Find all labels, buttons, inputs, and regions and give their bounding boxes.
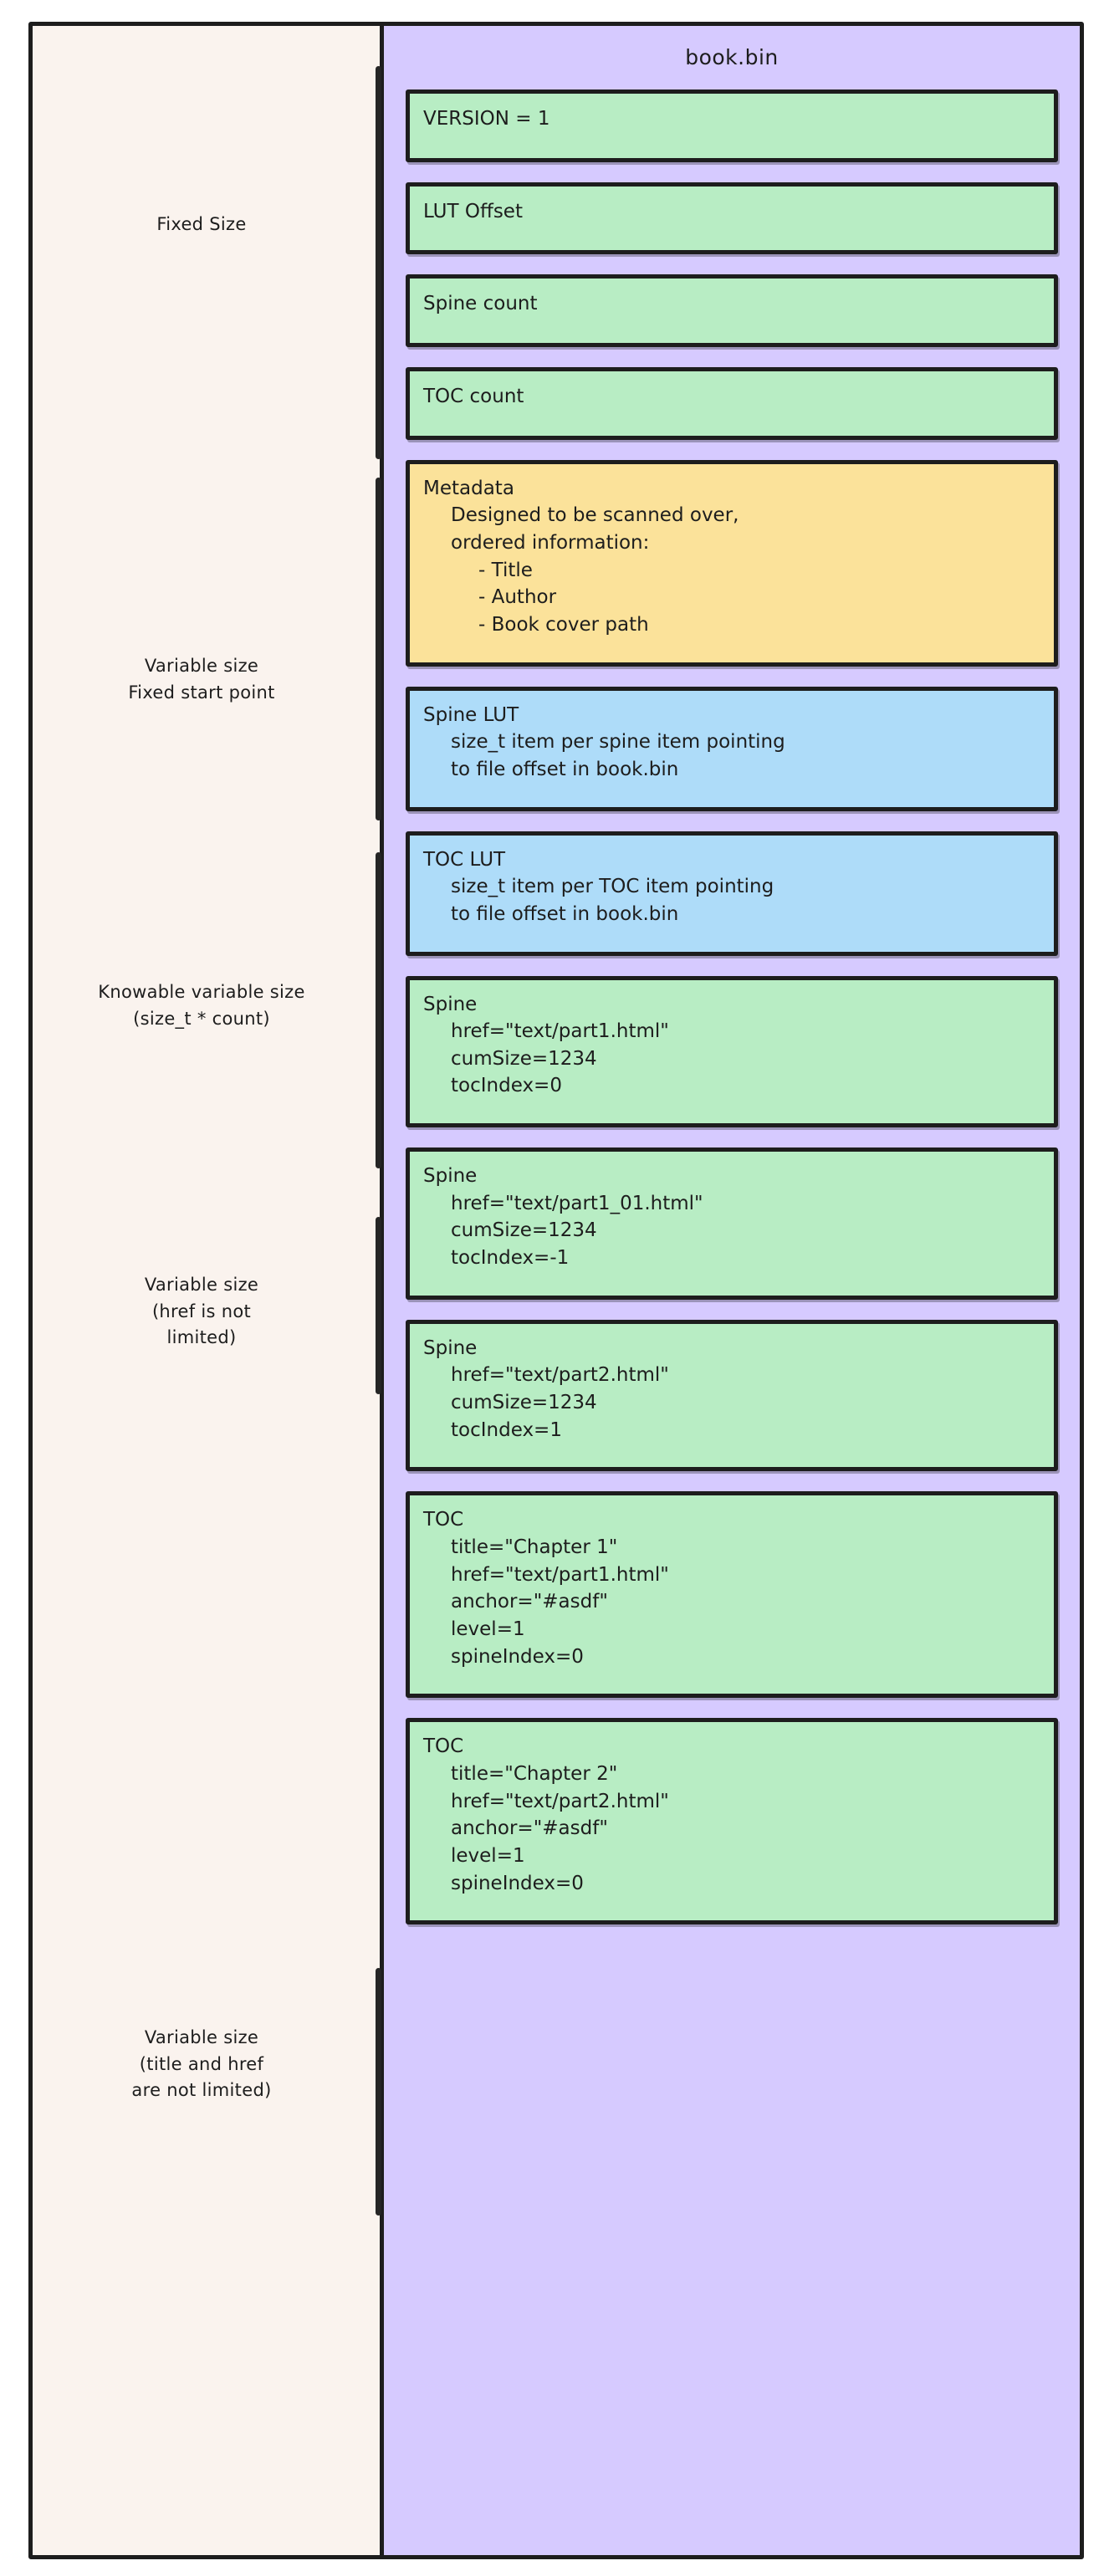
block-line: tocIndex=0 xyxy=(451,1075,562,1097)
block-toc-count: TOC count xyxy=(406,366,1058,440)
block-toc-lut: TOC LUT size_t item per TOC item pointin… xyxy=(406,831,1058,956)
block-line: level=1 xyxy=(451,1844,525,1867)
block-line: anchor="#asdf" xyxy=(451,1591,608,1613)
note-line: Variable size xyxy=(144,2027,259,2047)
block-line: VERSION = 1 xyxy=(423,108,550,130)
note-line: (size_t * count) xyxy=(133,1008,270,1029)
block-line: spineIndex=0 xyxy=(451,1872,584,1894)
block-line: href="text/part1_01.html" xyxy=(451,1192,703,1214)
block-line: - Title xyxy=(478,559,533,581)
note-line: are not limited) xyxy=(131,2080,272,2100)
block-line: Spine count xyxy=(423,293,538,315)
block-spine-2: Spine href="text/part1_01.html" cumSize=… xyxy=(406,1147,1058,1300)
book-bin-column: book.bin VERSION = 1 LUT Offset Spine co… xyxy=(384,26,1080,2555)
note-line: (href is not xyxy=(151,1301,252,1321)
block-metadata: Metadata Designed to be scanned over, or… xyxy=(406,459,1058,667)
block-toc-2: TOC title="Chapter 2" href="text/part2.h… xyxy=(406,1718,1058,1925)
diagram-outer-frame: Fixed Size Variable size Fixed start poi… xyxy=(28,22,1084,2559)
block-line: TOC count xyxy=(423,385,524,407)
block-line: anchor="#asdf" xyxy=(451,1817,608,1840)
block-line: level=1 xyxy=(451,1618,525,1640)
note-line: (title and href xyxy=(139,2053,264,2074)
block-line: tocIndex=1 xyxy=(451,1418,562,1441)
block-line: Spine xyxy=(423,1337,478,1359)
block-spine-lut: Spine LUT size_t item per spine item poi… xyxy=(406,686,1058,811)
block-line: to file offset in book.bin xyxy=(451,758,679,780)
note-line: Fixed start point xyxy=(128,682,275,703)
block-line: href="text/part2.html" xyxy=(451,1790,669,1812)
block-line: Designed to be scanned over, xyxy=(451,504,739,527)
block-line: href="text/part1.html" xyxy=(451,1563,669,1586)
block-spine-1: Spine href="text/part1.html" cumSize=123… xyxy=(406,975,1058,1128)
block-line: TOC xyxy=(423,1735,464,1758)
block-line: href="text/part2.html" xyxy=(451,1364,669,1387)
note-variable-href: Variable size (href is not limited) xyxy=(47,1272,356,1352)
block-line: href="text/part1.html" xyxy=(451,1020,669,1043)
note-line: Variable size xyxy=(144,656,259,676)
block-line: - Book cover path xyxy=(478,613,649,636)
bracket-toc xyxy=(376,1968,381,2216)
bracket-spine xyxy=(376,1217,381,1394)
block-line: cumSize=1234 xyxy=(451,1219,597,1242)
block-line: ordered information: xyxy=(451,531,650,554)
block-line: tocIndex=-1 xyxy=(451,1247,570,1270)
bracket-lut xyxy=(376,852,381,1168)
note-line: Knowable variable size xyxy=(98,982,305,1002)
note-line: Variable size xyxy=(144,1275,259,1295)
block-line: TOC LUT xyxy=(423,848,506,871)
note-fixed-size: Fixed Size xyxy=(47,212,356,238)
block-line: title="Chapter 2" xyxy=(451,1762,618,1785)
file-title: book.bin xyxy=(685,45,779,69)
block-line: LUT Offset xyxy=(423,200,523,222)
block-line: to file offset in book.bin xyxy=(451,902,679,925)
note-line: limited) xyxy=(166,1327,237,1347)
annotation-column: Fixed Size Variable size Fixed start poi… xyxy=(33,26,384,2555)
block-lut-offset: LUT Offset xyxy=(406,181,1058,255)
block-line: cumSize=1234 xyxy=(451,1047,597,1070)
block-line: Metadata xyxy=(423,477,514,499)
note-knowable-variable: Knowable variable size (size_t * count) xyxy=(47,979,356,1032)
block-spine-3: Spine href="text/part2.html" cumSize=123… xyxy=(406,1319,1058,1472)
note-line: Fixed Size xyxy=(156,214,247,234)
block-line: size_t item per spine item pointing xyxy=(451,731,785,754)
block-line: size_t item per TOC item pointing xyxy=(451,876,774,898)
block-line: TOC xyxy=(423,1509,464,1531)
note-variable-fixed-start: Variable size Fixed start point xyxy=(47,653,356,706)
block-line: cumSize=1234 xyxy=(451,1392,597,1414)
block-line: spineIndex=0 xyxy=(451,1645,584,1668)
note-variable-title-href: Variable size (title and href are not li… xyxy=(47,2025,356,2104)
bracket-metadata xyxy=(376,478,381,820)
block-line: Spine xyxy=(423,993,478,1015)
block-line: Spine xyxy=(423,1165,478,1188)
block-line: Spine LUT xyxy=(423,703,519,726)
block-version: VERSION = 1 xyxy=(406,89,1058,162)
block-spine-count: Spine count xyxy=(406,274,1058,347)
block-line: title="Chapter 1" xyxy=(451,1536,618,1559)
bracket-fixed-size xyxy=(376,66,381,459)
block-toc-1: TOC title="Chapter 1" href="text/part1.h… xyxy=(406,1491,1058,1699)
block-line: - Author xyxy=(478,586,557,609)
